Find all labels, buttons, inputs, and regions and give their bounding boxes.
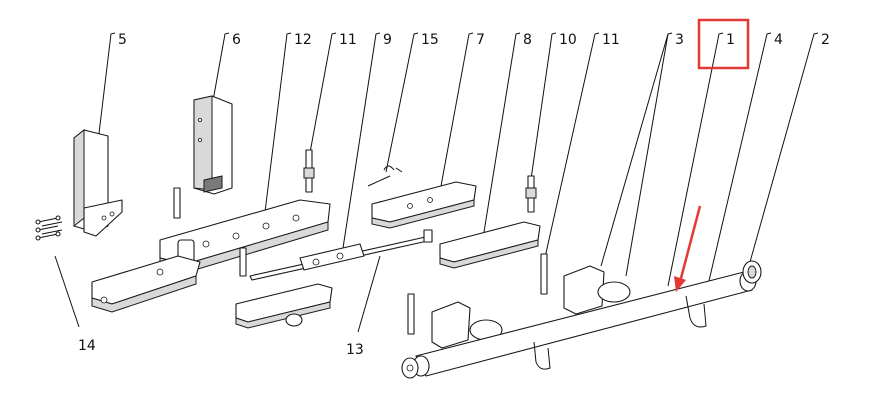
leader-8 — [483, 32, 521, 233]
callout-1-highlight-box — [697, 18, 750, 70]
part-10-11-pins — [407, 175, 548, 335]
red-arrow-indicator — [674, 205, 702, 292]
leader-9 — [342, 32, 381, 249]
leader-2 — [749, 32, 819, 263]
callout-11a: 11 — [339, 32, 357, 48]
leader-11b — [543, 32, 600, 263]
leader-lines — [54, 32, 819, 333]
leader-14 — [54, 255, 80, 328]
callout-7: 7 — [476, 32, 485, 48]
part-14-bolts — [35, 215, 63, 241]
part-3-clamps — [431, 265, 631, 349]
part-5-bracket — [73, 128, 123, 237]
callout-3: 3 — [675, 32, 684, 48]
callout-14: 14 — [78, 338, 96, 354]
part-lower-arm — [91, 255, 201, 313]
callout-13: 13 — [346, 342, 364, 358]
leader-1 — [667, 32, 724, 287]
callout-15: 15 — [421, 32, 439, 48]
callout-labels: 5 6 12 11 9 15 7 8 10 11 3 1 4 2 14 13 — [78, 32, 830, 358]
part-4-u-hooks — [533, 295, 707, 370]
part-8-rail — [439, 221, 541, 269]
part-2-endcap — [401, 260, 762, 379]
part-9-13-linkage — [249, 229, 433, 281]
callout-9: 9 — [383, 32, 392, 48]
leader-10 — [529, 32, 557, 187]
callout-5: 5 — [118, 32, 127, 48]
callout-12: 12 — [294, 32, 312, 48]
leader-5 — [96, 32, 116, 151]
leader-6 — [210, 32, 230, 113]
leader-15 — [385, 32, 419, 173]
leader-3b — [625, 33, 669, 277]
callout-2: 2 — [821, 32, 830, 48]
callout-4: 4 — [774, 32, 783, 48]
part-6-plate — [193, 95, 233, 195]
callout-8: 8 — [523, 32, 532, 48]
part-15-spring — [367, 165, 403, 187]
callout-11b: 11 — [602, 32, 620, 48]
leader-3a — [600, 32, 673, 267]
part-lower-rail — [235, 283, 333, 329]
part-7-rail — [371, 181, 477, 229]
callout-6: 6 — [232, 32, 241, 48]
part-11a-pin — [173, 149, 315, 277]
callout-1: 1 — [726, 32, 735, 48]
leader-7 — [440, 32, 474, 187]
leader-12 — [264, 32, 292, 213]
callout-10: 10 — [559, 32, 577, 48]
leader-13 — [357, 255, 381, 333]
leader-11a — [308, 32, 337, 159]
leader-4 — [703, 32, 772, 303]
